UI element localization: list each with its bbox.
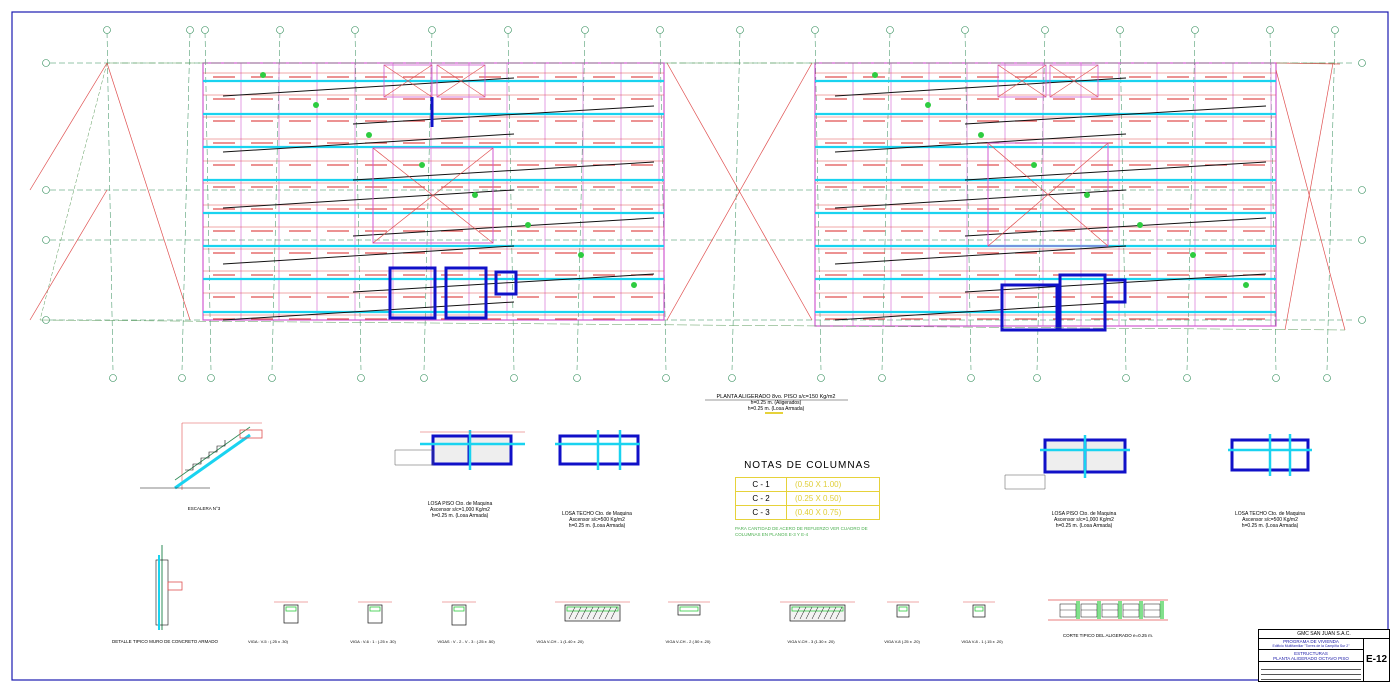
- notes-row: C - 2 (0.25 X 0.50): [736, 492, 879, 506]
- stair-caption: ESCALERA N°3: [188, 506, 221, 511]
- sheet-border: [11, 11, 1389, 681]
- beam-caption: VIGA V-CH - 3 (1.30 x .20): [787, 639, 835, 644]
- axis-bubble: [1033, 374, 1041, 382]
- column-size: (0.40 X 0.75): [795, 508, 842, 517]
- losa-techo-2-line2: h=0.25 m. (Losa Armada): [1242, 523, 1299, 529]
- corte-aligerado: [1048, 599, 1168, 621]
- axis-bubble: [1041, 26, 1049, 34]
- losa-piso-2-line2: h=0.25 m. (Losa Armada): [1056, 523, 1113, 529]
- axis-bubble: [1266, 26, 1274, 34]
- beam-caption: VIGA V-8 (.25 x .20): [884, 639, 920, 644]
- axis-bubble: [728, 374, 736, 382]
- losa-techo-detail-1: [555, 430, 640, 470]
- main-plan-line1: h=0.25 m. (Aligerados): [751, 400, 802, 406]
- title-block-building: Edificio Multifamiliar "Torres de la Cam…: [1259, 644, 1363, 650]
- title-block-info: PROGRAMA DE VIVIENDA Edificio Multifamil…: [1259, 638, 1364, 681]
- axis-bubble: [357, 374, 365, 382]
- notes-row: C - 3 (0.40 X 0.75): [736, 506, 879, 519]
- title-block-company: GMC SAN JUAN S.A.C.: [1259, 630, 1389, 639]
- main-plan-line2: h=0.25 m. (Losa Armada): [748, 406, 805, 412]
- sheet-code: E-12: [1365, 654, 1388, 665]
- stair-detail: [140, 422, 263, 490]
- axis-bubble: [510, 374, 518, 382]
- axis-bubble: [878, 374, 886, 382]
- losa-piso-1-title: LOSA PISO Cto. de Maquina: [428, 501, 493, 507]
- axis-bubble: [276, 26, 284, 34]
- title-block-specialty: ESTRUCTURAS: [1294, 651, 1328, 656]
- axis-bubble: [1323, 374, 1331, 382]
- losa-techo-2-title: LOSA TECHO Cto. de Maquina: [1235, 511, 1305, 517]
- axis-bubble: [1183, 374, 1191, 382]
- axis-bubble: [178, 374, 186, 382]
- title-block-project: PROGRAMA DE VIVIENDA: [1283, 639, 1339, 644]
- beam-caption: VIGA V-CH - 2 (.50 x .20): [666, 639, 712, 644]
- column-id: C - 1: [736, 478, 787, 491]
- axis-bubble: [662, 374, 670, 382]
- losa-techo-1-line1: Ascensor s/c=500 Kg/m2: [569, 517, 625, 523]
- losa-techo-1-title: LOSA TECHO Cto. de Maquina: [562, 511, 632, 517]
- notes-title: NOTAS DE COLUMNAS: [744, 460, 871, 471]
- losa-techo-1-line2: h=0.25 m. (Losa Armada): [569, 523, 626, 529]
- losa-piso-2-line1: Ascensor s/c=1,000 Kg/m2: [1054, 517, 1114, 523]
- axis-bubble: [886, 26, 894, 34]
- corte-caption: CORTE TIPICO DEL ALIGERADO e=0.25 m.: [1063, 633, 1153, 638]
- main-plan-title: PLANTA ALIGERADO 8vo. PISO s/c=150 Kg/m2: [717, 394, 836, 400]
- axis-bubble: [1116, 26, 1124, 34]
- beam-caption: VIGA V-8 - 1 (.15 x .20): [961, 639, 1003, 644]
- column-id: C - 3: [736, 506, 787, 519]
- column-id: C - 2: [736, 492, 787, 505]
- notes-table: C - 1 (0.50 X 1.00) C - 2 (0.25 X 0.50) …: [735, 477, 880, 520]
- axis-bubble: [817, 374, 825, 382]
- axis-bubble: [109, 374, 117, 382]
- axis-bubble: [1272, 374, 1280, 382]
- beam-sections: VIGA : V-5 : (.25 x .30) VIGA : V-6 : 1 :…: [248, 601, 1003, 644]
- losa-piso-2-title: LOSA PISO Cto. de Maquina: [1052, 511, 1117, 517]
- axis-bubble: [504, 26, 512, 34]
- losa-piso-detail-2: [1004, 435, 1130, 490]
- axis-bubble: [961, 26, 969, 34]
- axis-bubble: [428, 26, 436, 34]
- axis-bubble: [736, 26, 744, 34]
- beam-caption: VIGA : V-5 : (.25 x .30): [248, 639, 289, 644]
- beam-caption: VIGA V-CH - 1 (1.40 x .20): [536, 639, 584, 644]
- elevator-walls-left: [388, 266, 518, 320]
- elevator-walls-right: [1000, 273, 1127, 332]
- notes-row: C - 1 (0.50 X 1.00): [736, 478, 879, 492]
- wall-detail-caption: DETALLE TIPICO MURO DE CONCRETO ARMADO: [112, 639, 219, 644]
- axis-bubble: [573, 374, 581, 382]
- axis-grid: [42, 26, 1366, 382]
- losa-techo-detail-2: [1228, 434, 1312, 476]
- title-block-plan: PLANTA ALIGERADO OCTAVO PISO: [1259, 656, 1363, 662]
- beam-caption: VIGA : V-6 : 1 : (.25 x .30): [350, 639, 396, 644]
- axis-bubble: [967, 374, 975, 382]
- title-block: GMC SAN JUAN S.A.C. PROGRAMA DE VIVIENDA…: [1258, 629, 1390, 682]
- axis-bubble: [1331, 26, 1339, 34]
- column-size: (0.50 X 1.00): [795, 480, 842, 489]
- axis-bubble: [268, 374, 276, 382]
- losa-piso-1-line2: h=0.25 m. (Losa Armada): [432, 513, 489, 519]
- losa-piso-detail-1: [394, 430, 525, 470]
- axis-bubble: [207, 374, 215, 382]
- losa-piso-1-line1: Ascensor s/c=1,000 Kg/m2: [430, 507, 490, 513]
- beam-caption: VIGAS : V - 2 - V - 3 : (.25 x .50): [437, 639, 495, 644]
- losa-techo-2-line1: Ascensor s/c=500 Kg/m2: [1242, 517, 1298, 523]
- plan-right: [814, 62, 1346, 332]
- wall-detail: [155, 545, 183, 630]
- axis-bubble: [201, 26, 209, 34]
- plan-left: [29, 62, 665, 321]
- axis-bubble: [351, 26, 359, 34]
- notes-columns: NOTAS DE COLUMNAS C - 1 (0.50 X 1.00) C …: [735, 460, 880, 538]
- axis-bubble: [1191, 26, 1199, 34]
- notes-remark: PARA CANTIDAD DE ACERO DE REFUERZO VER C…: [735, 526, 868, 537]
- axis-bubble: [186, 26, 194, 34]
- axis-bubble: [811, 26, 819, 34]
- axis-bubble: [420, 374, 428, 382]
- column-size: (0.25 X 0.50): [795, 494, 842, 503]
- axis-bubble: [103, 26, 111, 34]
- axis-bubble: [581, 26, 589, 34]
- axis-bubble: [656, 26, 664, 34]
- axis-bubble: [1122, 374, 1130, 382]
